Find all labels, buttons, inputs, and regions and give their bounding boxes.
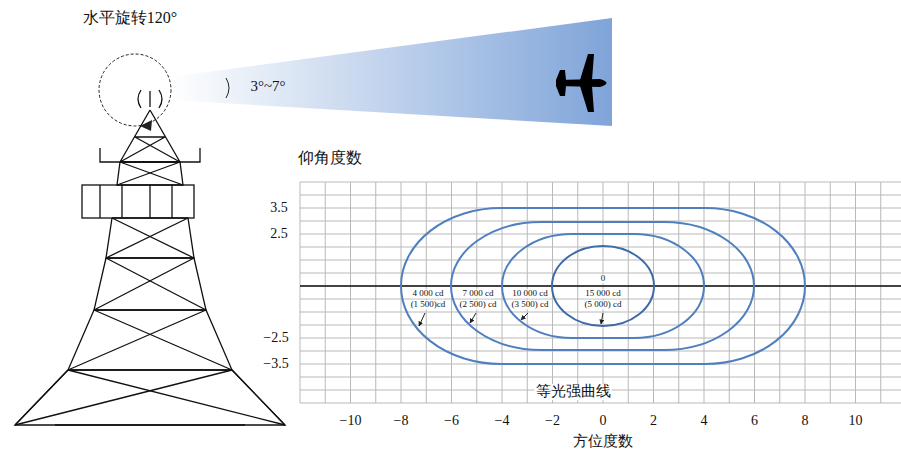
antenna-wave — [138, 90, 141, 108]
tick-label: −8 — [394, 414, 409, 429]
angle-label: 3°~7° — [250, 79, 285, 95]
tick-label: −4 — [495, 414, 510, 429]
tick-label: −10 — [340, 414, 362, 429]
intensity-label: (2 500) cd — [459, 300, 498, 309]
grid-line — [880, 182, 881, 403]
tick-label: 6 — [751, 414, 758, 429]
grid-line — [350, 182, 351, 403]
grid-line — [779, 182, 780, 403]
wing — [580, 86, 594, 112]
antenna-wave — [159, 90, 162, 108]
tick-label: −2.5 — [263, 331, 288, 346]
wing — [580, 54, 594, 80]
tower-brace — [15, 370, 232, 425]
platform-divider — [100, 185, 172, 218]
grid-line — [300, 312, 901, 313]
tower-platform — [82, 185, 194, 218]
grid-line — [678, 182, 679, 403]
antenna — [138, 90, 162, 108]
grid-line — [375, 182, 376, 403]
tail — [556, 86, 566, 96]
tower-brace — [106, 258, 206, 310]
tick-label: 8 — [802, 414, 809, 429]
antenna-mast — [149, 91, 150, 107]
grid-line — [300, 260, 901, 261]
leader-arrow — [601, 313, 603, 324]
horizontal-axis — [300, 285, 901, 286]
tick-label: −6 — [444, 414, 459, 429]
rotation-label: 水平旋转120° — [83, 10, 177, 27]
tick-label: 10 — [849, 414, 863, 429]
rotation-path — [99, 54, 171, 126]
grid-line — [577, 182, 578, 403]
tower-leg — [15, 370, 68, 425]
tower-section — [94, 258, 206, 310]
tower-section — [15, 370, 285, 425]
light-beam — [170, 18, 612, 126]
airplane — [556, 54, 607, 112]
intensity-label: 4 000 cd — [412, 289, 445, 298]
tower-brace — [94, 310, 232, 370]
tower-brace — [68, 370, 285, 425]
tower — [15, 110, 285, 425]
axis-title: 仰角度数 — [298, 150, 362, 167]
tail — [556, 70, 566, 80]
grid-line — [300, 195, 901, 196]
isocandela-curve — [552, 246, 654, 326]
grid-line — [729, 182, 730, 403]
grid-line — [300, 286, 901, 287]
intensity-label: 7 000 cd — [462, 289, 495, 298]
intensity-label: 15 000 cd — [584, 289, 622, 298]
grid-line — [325, 182, 326, 403]
grid-line — [830, 182, 831, 403]
isocandela-curves — [401, 208, 805, 364]
angle-arc — [226, 78, 229, 98]
grid-line — [300, 403, 901, 404]
leader-arrows — [419, 313, 603, 326]
tick-label: −2 — [545, 414, 560, 429]
origin-label: 0 — [600, 274, 607, 283]
tower-section — [68, 310, 232, 370]
fuselage — [556, 79, 607, 87]
grid-line — [628, 182, 629, 403]
isocandela-curve — [502, 234, 704, 338]
tick-label: 2.5 — [270, 227, 288, 242]
tick-label: 3.5 — [270, 201, 288, 216]
tower-top — [120, 110, 180, 162]
tick-label: −3.5 — [263, 357, 288, 372]
tower-base — [55, 424, 245, 425]
tick-label: 2 — [650, 414, 657, 429]
tick-label: 4 — [701, 414, 708, 429]
leader-arrow — [470, 313, 476, 323]
tower-brace — [112, 218, 194, 258]
tower-brace — [68, 310, 206, 370]
leader-arrow — [419, 313, 425, 326]
tower-brace — [94, 258, 194, 310]
tower-bracket — [100, 148, 200, 162]
isocandela-curve — [401, 208, 805, 364]
grid-line — [300, 377, 901, 378]
axis-title: 方位度数 — [573, 434, 633, 450]
grid-line — [300, 182, 901, 183]
tower-leg — [232, 370, 285, 425]
tower-section — [117, 162, 183, 185]
leader-arrow — [521, 313, 528, 320]
tower-brace — [120, 162, 183, 185]
intensity-label: (1 500)cd — [410, 300, 447, 309]
tower-brace — [106, 218, 188, 258]
intensity-label: 10 000 cd — [511, 289, 549, 298]
intensity-label: (5 000) cd — [584, 300, 623, 309]
tower-brace — [117, 162, 180, 185]
chart-grid — [300, 182, 901, 403]
chart-caption: 等光强曲线 — [535, 384, 612, 400]
isocandela-curve — [451, 222, 754, 350]
grid-line — [300, 182, 301, 403]
tower-section — [106, 218, 194, 258]
grid-line — [855, 182, 856, 403]
tick-label: 0 — [600, 414, 607, 429]
intensity-label: (3 500) cd — [511, 300, 550, 309]
